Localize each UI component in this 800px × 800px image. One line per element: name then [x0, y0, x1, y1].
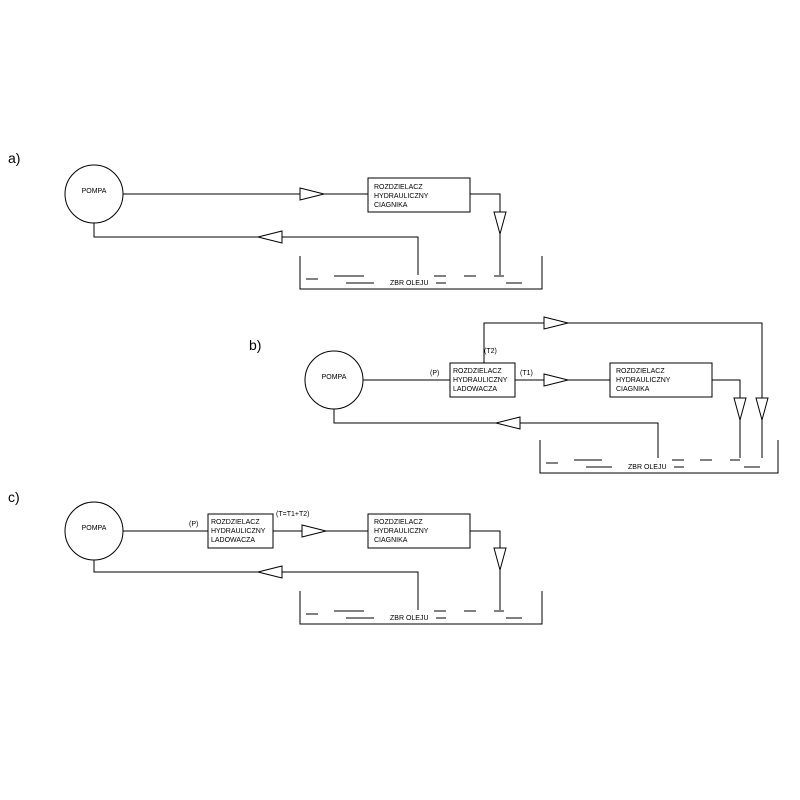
panel-a-arrow-down [493, 211, 507, 236]
panel-b-loader-line1: ROZDZIELACZ [453, 368, 502, 375]
panel-b-loader-line2: HYDRAULICZNY [453, 377, 508, 384]
panel-c-return-line [470, 530, 501, 610]
panel-b-loader-line3: LADOWACZA [453, 386, 497, 393]
panel-c-loader-line2: HYDRAULICZNY [211, 528, 266, 535]
panel-b-arrow-down [733, 397, 747, 422]
panel-b-label: b) [249, 337, 261, 353]
panel-c: c) POMPA (P) ROZDZIELACZ HYDRAULICZNY LA… [8, 489, 543, 625]
panel-c-arrow-down [493, 547, 507, 572]
panel-b-tractor-line1: ROZDZIELACZ [616, 368, 665, 375]
panel-b-arrow-t2-down [755, 397, 769, 422]
panel-c-port-p: (P) [189, 521, 198, 528]
panel-b-arrow-t1 [543, 373, 569, 387]
panel-a-return-line [470, 193, 501, 275]
panel-a-suction-line [93, 223, 419, 275]
panel-a-arrow-suction [257, 230, 283, 244]
panel-a-valve-line2: HYDRAULICZNY [374, 193, 429, 200]
panel-c-tractor-line1: ROZDZIELACZ [374, 519, 423, 526]
panel-b-suction-line [333, 409, 659, 458]
panel-b-valve-tractor [609, 362, 713, 398]
panel-b-tractor-line2: HYDRAULICZNY [616, 377, 671, 384]
panel-a: a) POMPA ROZDZIELACZ HYDRAULICZNY CIAGNI… [8, 150, 543, 290]
panel-a-tank-label: ZBR OLEJU [390, 280, 429, 287]
panel-b: b) POMPA (P) ROZDZIELACZ HYDRAULICZNY LA… [249, 316, 779, 474]
panel-b-port-t1: (T1) [520, 370, 533, 377]
panel-b-return-line [712, 379, 741, 458]
panel-c-suction-line [93, 560, 419, 610]
panel-b-tank [539, 440, 779, 474]
panel-b-port-p: (P) [430, 370, 439, 377]
panel-c-port-t: (T=T1+T2) [276, 511, 309, 518]
panel-a-arrow-supply [299, 187, 325, 201]
panel-c-tractor-line3: CIAGNIKA [374, 537, 408, 544]
panel-c-valve-loader [207, 513, 274, 549]
panel-a-tank [299, 256, 543, 290]
panel-a-valve-tractor [367, 177, 471, 213]
panel-c-tank-label: ZBR OLEJU [390, 615, 429, 622]
panel-c-arrow-t [301, 524, 327, 538]
panel-b-tank-label: ZBR OLEJU [628, 464, 667, 471]
panel-a-pump-label: POMPA [82, 188, 107, 195]
panel-c-oil-surface [306, 610, 522, 619]
panel-a-valve-line3: CIAGNIKA [374, 202, 408, 209]
panel-c-arrow-suction [257, 565, 283, 579]
panel-a-valve-line1: ROZDZIELACZ [374, 184, 423, 191]
panel-b-tractor-line3: CIAGNIKA [616, 386, 650, 393]
panel-b-arrow-suction [495, 416, 521, 430]
panel-c-valve-tractor [367, 513, 471, 549]
panel-b-arrow-t2 [543, 316, 569, 330]
panel-c-tank [299, 591, 543, 625]
panel-c-pump-label: POMPA [82, 525, 107, 532]
panel-b-pump-label: POMPA [322, 374, 347, 381]
panel-b-port-t2: (T2) [484, 348, 497, 355]
panel-c-label: c) [8, 489, 20, 505]
panel-b-oil-surface [546, 459, 760, 468]
panel-a-label: a) [8, 150, 20, 166]
panel-b-t2-line [483, 322, 763, 458]
panel-a-oil-surface [306, 275, 522, 284]
panel-c-loader-line1: ROZDZIELACZ [211, 519, 260, 526]
panel-c-loader-line3: LADOWACZA [211, 537, 255, 544]
panel-c-tractor-line2: HYDRAULICZNY [374, 528, 429, 535]
